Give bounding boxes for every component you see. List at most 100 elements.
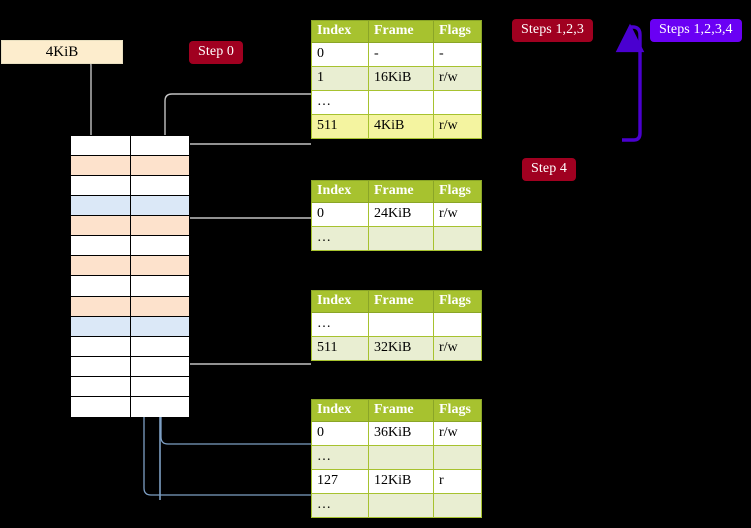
column-header-index: Index [311, 399, 369, 422]
mem-row-9 [71, 316, 189, 337]
table-cell-index: 511 [311, 114, 369, 139]
table-cell-index: … [311, 312, 369, 337]
link-t0r511-to-mem [177, 143, 311, 155]
column-header-frame: Frame [368, 180, 434, 203]
mem-tick [58, 215, 70, 217]
table-cell-frame [368, 90, 434, 115]
table-cell-frame: 32KiB [368, 336, 434, 361]
mem-row-divider [130, 196, 131, 216]
table-cell-frame: 16KiB [368, 66, 434, 91]
column-header-frame: Frame [368, 399, 434, 422]
column-header-flags: Flags [433, 290, 482, 313]
table-cell-frame: 24KiB [368, 202, 434, 227]
table-cell-index: … [311, 493, 369, 518]
link-t3r127-to-mem [143, 416, 311, 496]
table-row: … [311, 226, 482, 251]
mem-row-4 [71, 216, 189, 237]
mem-row-7 [71, 276, 189, 297]
badge-steps-123: Steps 1,2,3 [512, 19, 593, 42]
table-cell-frame: 36KiB [368, 421, 434, 446]
mem-row-13 [71, 396, 189, 417]
table-cell-flags: r/w [433, 202, 482, 227]
mem-row-12 [71, 376, 189, 397]
mem-row-divider [130, 356, 131, 376]
memory-block-4kib: 4KiB [1, 40, 123, 64]
table-cell-flags [433, 493, 482, 518]
mem-row-divider [130, 336, 131, 356]
table-row: … [311, 312, 482, 337]
table-cell-index: 0 [311, 421, 369, 446]
mem-tick [58, 295, 70, 297]
table-cell-index: … [311, 445, 369, 470]
mem-tick [58, 255, 70, 257]
mem-row-6 [71, 256, 189, 277]
column-header-flags: Flags [433, 180, 482, 203]
link-t0r1-to-mem [163, 93, 311, 158]
mem-row-1 [71, 156, 189, 177]
table-row: … [311, 445, 482, 470]
table-cell-flags [433, 90, 482, 115]
mem-row-10 [71, 336, 189, 357]
table-cell-flags [433, 226, 482, 251]
mem-row-2 [71, 176, 189, 197]
table-cell-frame [368, 493, 434, 518]
column-header-index: Index [311, 180, 369, 203]
table-row: … [311, 90, 482, 115]
mem-row-divider [130, 256, 131, 276]
mem-row-0 [71, 136, 189, 157]
mem-row-divider [130, 376, 131, 396]
mem-tick [58, 175, 70, 177]
mem-row-5 [71, 236, 189, 257]
table-cell-flags: r/w [433, 114, 482, 139]
link-t1r0-to-mem [176, 217, 311, 269]
column-header-index: Index [311, 20, 369, 43]
table-cell-flags: r [433, 469, 482, 494]
mem-row-divider [130, 236, 131, 256]
mem-row-divider [130, 176, 131, 196]
table-cell-flags [433, 312, 482, 337]
mem-row-divider [130, 296, 131, 316]
badge-steps-1234: Steps 1,2,3,4 [650, 19, 742, 42]
table-cell-frame [368, 312, 434, 337]
table-cell-flags: r/w [433, 66, 482, 91]
mem-row-divider [130, 136, 131, 156]
table-cell-flags [433, 445, 482, 470]
mem-row-8 [71, 296, 189, 317]
mem-row-divider [130, 276, 131, 296]
table-cell-frame: 12KiB [368, 469, 434, 494]
table-cell-frame [368, 445, 434, 470]
mem-row-divider [130, 316, 131, 336]
link-t2r511-to-mem [168, 306, 311, 365]
column-header-flags: Flags [433, 20, 482, 43]
physical-memory-grid [70, 135, 190, 417]
column-header-frame: Frame [368, 290, 434, 313]
badge-step-0: Step 0 [189, 41, 243, 64]
table-cell-frame: - [368, 42, 434, 67]
table-cell-flags: r/w [433, 336, 482, 361]
column-header-flags: Flags [433, 399, 482, 422]
mem-tick [58, 135, 70, 136]
table-cell-index: 127 [311, 469, 369, 494]
memory-block-label: 4KiB [45, 43, 79, 60]
table-cell-index: … [311, 90, 369, 115]
table-row: … [311, 493, 482, 518]
mem-row-divider [130, 156, 131, 176]
table-cell-index: 0 [311, 202, 369, 227]
link-t3r0-to-mem [160, 416, 311, 445]
mem-row-3 [71, 196, 189, 217]
table-cell-flags: - [433, 42, 482, 67]
column-header-index: Index [311, 290, 369, 313]
table-cell-flags: r/w [433, 421, 482, 446]
mem-row-divider [130, 396, 131, 417]
